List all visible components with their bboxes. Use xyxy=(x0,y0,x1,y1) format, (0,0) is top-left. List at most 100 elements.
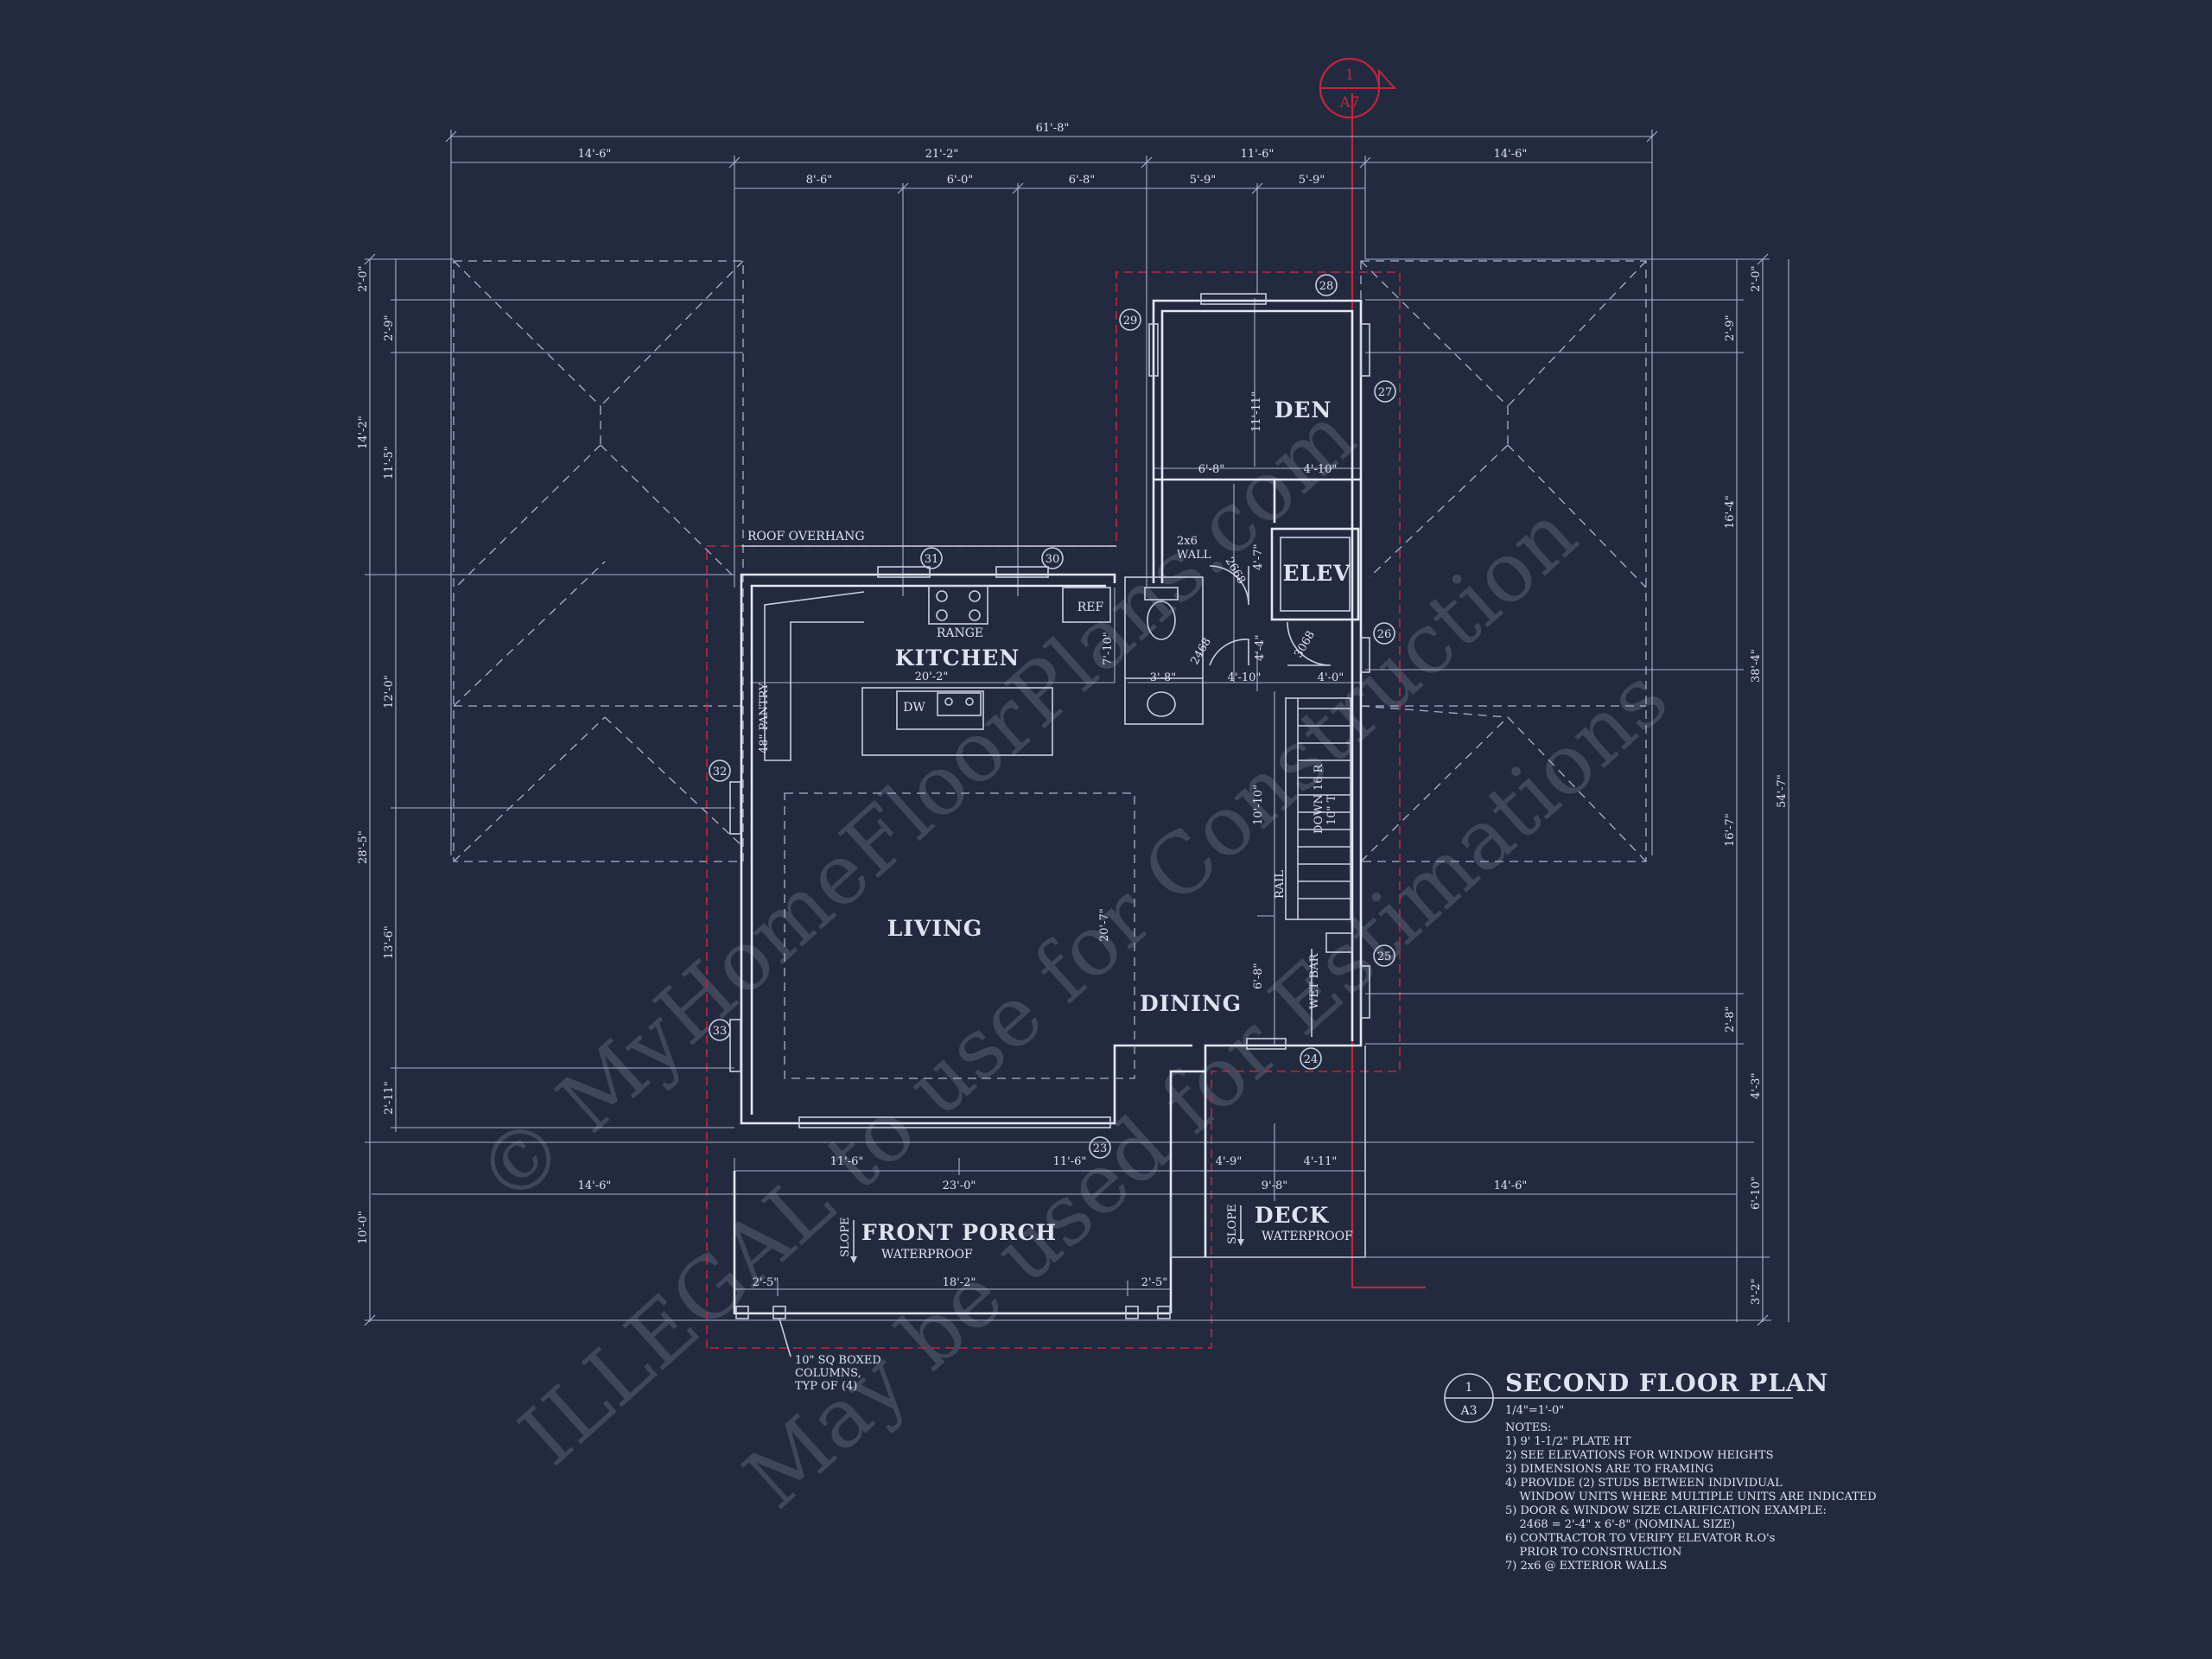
dim-top-2-2: 21'-2" xyxy=(925,148,959,161)
dim-right-3: 16'-4" xyxy=(1724,495,1737,529)
note-5: 5) DOOR & WINDOW SIZE CLARIFICATION EXAM… xyxy=(1505,1504,1827,1517)
porch-slope-label: SLOPE xyxy=(839,1217,852,1257)
dim-kitchen-7-10: 7'-10" xyxy=(1102,632,1115,665)
room-label-den: DEN xyxy=(1274,397,1332,423)
column-note-line-3: TYP OF (4) xyxy=(795,1380,857,1393)
dimension-text-right: 2'-0" 2'-9" 16'-4" 38'-4" 54'-7" 16'-7" … xyxy=(1724,266,1789,1306)
watermark: © MyHomeFloorPlans.com ILLEGAL to use fo… xyxy=(458,387,1686,1527)
dim-bottom-2-1: 14'-6" xyxy=(578,1179,612,1192)
dim-stair-height: 10'-10" xyxy=(1252,785,1265,825)
note-6: 6) CONTRACTOR TO VERIFY ELEVATOR R.O's xyxy=(1505,1532,1775,1545)
window-tag-28: 28 xyxy=(1315,274,1338,296)
dim-bottom-3-3: 2'-5" xyxy=(1141,1276,1168,1289)
dim-den-width-1: 6'-8" xyxy=(1198,463,1225,476)
dim-bottom-3-2: 18'-2" xyxy=(943,1276,976,1289)
dim-bottom-1-1: 11'-6" xyxy=(830,1155,864,1168)
svg-text:24: 24 xyxy=(1304,1053,1319,1066)
dim-dining-6-8: 6'-8" xyxy=(1252,963,1265,990)
detail-number: 1 xyxy=(1465,1381,1473,1395)
dim-left-9: 10'-0" xyxy=(357,1211,370,1244)
kitchen-fixtures xyxy=(735,565,1353,1357)
dim-left-8: 2'-11" xyxy=(383,1081,396,1115)
window-tag-29: 29 xyxy=(1119,308,1141,331)
dim-right-6: 16'-7" xyxy=(1724,813,1737,847)
ref-label: REF xyxy=(1077,601,1104,614)
dimension-text-top: 61'-8" 14'-6" 21'-2" 11'-6" 14'-6" 8'-6"… xyxy=(578,122,1528,187)
dim-bottom-2-2: 23'-0" xyxy=(943,1179,976,1192)
drawing-scale: 1/4"=1'-0" xyxy=(1505,1404,1564,1417)
window-tag-26: 26 xyxy=(1373,622,1395,645)
section-marker-sheet: A7 xyxy=(1338,94,1359,111)
column-note: 10" SQ BOXED COLUMNS, TYP OF (4) xyxy=(795,1354,881,1393)
dim-hall-4-7: 4'-7" xyxy=(1252,544,1265,571)
porch-waterproof-note: WATERPROOF xyxy=(881,1248,973,1262)
detail-sheet: A3 xyxy=(1459,1404,1477,1418)
window-tag-30: 30 xyxy=(1041,547,1064,569)
wall-2x6-label-2: WALL xyxy=(1177,549,1211,562)
note-1: 1) 9' 1-1/2" PLATE HT xyxy=(1505,1435,1631,1448)
dim-right-7: 2'-8" xyxy=(1724,1007,1737,1033)
dim-bottom-1-4: 4'-11" xyxy=(1304,1155,1338,1168)
dim-kitchen-width: 20'-2" xyxy=(915,671,949,683)
room-label-dining: DINING xyxy=(1140,991,1242,1016)
dim-bottom-1-3: 4'-9" xyxy=(1216,1155,1243,1168)
dw-label: DW xyxy=(903,701,925,715)
rail-label: RAIL xyxy=(1274,870,1287,899)
dim-left-6: 28'-5" xyxy=(357,830,370,864)
dim-hall-4-0: 4'-0" xyxy=(1318,671,1344,684)
room-label-kitchen: KITCHEN xyxy=(895,645,1020,671)
deck-slope-label: SLOPE xyxy=(1226,1205,1239,1244)
room-label-deck: DECK xyxy=(1255,1203,1330,1228)
pantry-label: 48" PANTRY xyxy=(758,683,771,753)
deck-waterproof-note: WATERPROOF xyxy=(1262,1230,1353,1243)
range-label: RANGE xyxy=(937,626,983,640)
dim-top-3-1: 8'-6" xyxy=(806,174,833,187)
dim-bottom-1-2: 11'-6" xyxy=(1053,1155,1087,1168)
windows xyxy=(729,293,1370,1128)
room-label-front-porch: FRONT PORCH xyxy=(861,1220,1057,1245)
dim-hall-4-4: 4'-4" xyxy=(1254,635,1267,662)
dim-top-2-3: 11'-6" xyxy=(1241,148,1274,161)
title-block: 1 A3 SECOND FLOOR PLAN 1/4"=1'-0" NOTES:… xyxy=(1444,1369,1877,1573)
door-3068-label: 3068 xyxy=(1292,629,1318,660)
walls xyxy=(733,299,1366,1315)
dim-right-1: 2'-0" xyxy=(1750,266,1763,293)
stair-treads-label: 10" T xyxy=(1325,794,1338,825)
dim-left-5: 12'-0" xyxy=(383,675,396,709)
dim-hall-4-10: 4'-10" xyxy=(1228,671,1262,684)
svg-text:29: 29 xyxy=(1123,315,1138,327)
dim-den-height: 11'-11" xyxy=(1250,391,1263,432)
svg-text:25: 25 xyxy=(1377,950,1392,963)
wet-bar-label: WET BAR xyxy=(1308,952,1321,1009)
dimension-lines xyxy=(365,130,1771,1322)
stair-down-label: DOWN 16 R xyxy=(1313,763,1325,834)
svg-text:33: 33 xyxy=(713,1025,728,1038)
section-marker-number: 1 xyxy=(1345,67,1355,84)
dim-right-8: 4'-3" xyxy=(1750,1073,1763,1100)
dim-living-height: 20'-7" xyxy=(1098,908,1111,942)
svg-text:30: 30 xyxy=(1046,553,1060,566)
window-tag-23: 23 xyxy=(1089,1136,1111,1159)
dim-den-width-2: 4'-10" xyxy=(1304,463,1338,476)
dim-top-3-2: 6'-0" xyxy=(947,174,974,187)
roof-overhang-label: ROOF OVERHANG xyxy=(747,530,865,543)
column-note-line-2: COLUMNS, xyxy=(795,1367,861,1380)
note-6-cont: PRIOR TO CONSTRUCTION xyxy=(1505,1546,1681,1559)
svg-text:28: 28 xyxy=(1319,280,1334,293)
window-tag-27: 27 xyxy=(1374,380,1396,403)
room-labels: DEN ELEV KITCHEN LIVING DINING FRONT POR… xyxy=(747,397,1353,1262)
dim-bottom-2-3: 9'-8" xyxy=(1262,1179,1288,1192)
dim-overall-width: 61'-8" xyxy=(1036,122,1070,135)
note-4: 4) PROVIDE (2) STUDS BETWEEN INDIVIDUAL xyxy=(1505,1477,1783,1490)
dimension-ticks xyxy=(364,130,1769,1326)
dim-right-2: 2'-9" xyxy=(1724,315,1737,342)
dim-left-2: 2'-9" xyxy=(383,315,396,342)
svg-text:31: 31 xyxy=(925,553,939,566)
drawing-title: SECOND FLOOR PLAN xyxy=(1505,1369,1828,1397)
svg-text:27: 27 xyxy=(1378,386,1393,399)
wall-2x6-label-1: 2x6 xyxy=(1177,535,1198,548)
stair-treads xyxy=(1298,708,1351,899)
dim-top-2-4: 14'-6" xyxy=(1494,148,1528,161)
dim-right-9: 6'-10" xyxy=(1750,1176,1763,1210)
